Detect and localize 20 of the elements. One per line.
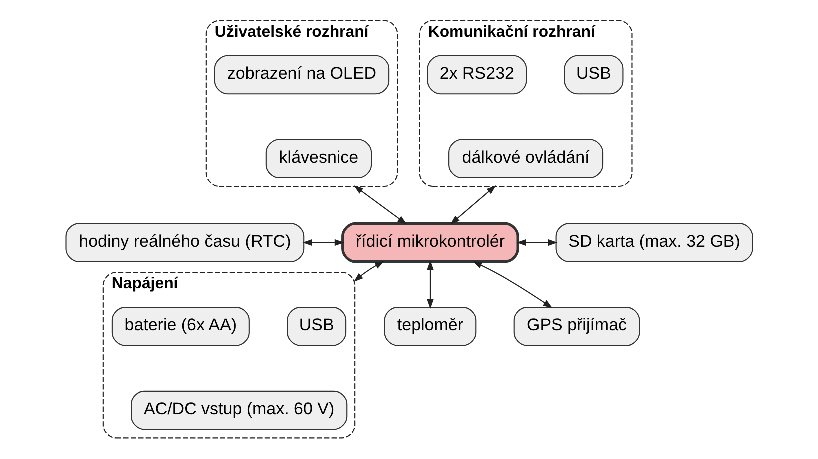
arrow — [472, 261, 552, 308]
arrow — [516, 239, 558, 246]
node-box: 2x RS232 — [426, 55, 527, 95]
node-box: GPS přijímač — [513, 307, 640, 346]
arrow — [426, 260, 434, 310]
node-box: řídicí mikrokontrolér — [341, 222, 519, 264]
node-box: dálkové ovládání — [448, 139, 604, 179]
arrow — [353, 261, 384, 282]
node-box: USB — [564, 55, 624, 95]
node-box: zobrazení na OLED — [214, 55, 390, 95]
node-box: hodiny reálného času (RTC) — [65, 223, 304, 262]
node-box: AC/DC vstup (max. 60 V) — [130, 390, 348, 430]
node-box: klávesnice — [265, 139, 372, 179]
node-box: USB — [286, 307, 346, 346]
arrow — [450, 185, 496, 225]
node-box: SD karta (max. 32 GB) — [555, 223, 753, 262]
node-box: baterie (6x AA) — [111, 307, 250, 346]
arrow — [353, 186, 407, 225]
node-box: teploměr — [384, 307, 476, 346]
arrow — [302, 239, 344, 246]
